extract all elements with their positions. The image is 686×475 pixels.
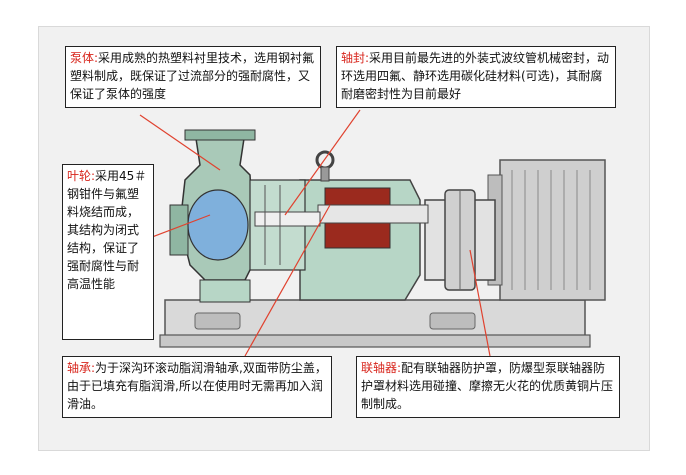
leader-seal [284,109,361,216]
coupling [424,189,496,291]
leader-bearing [244,204,331,357]
motor [487,159,606,301]
callout-bearing-keyword: 轴承: [67,361,96,375]
callout-impeller-keyword: 叶轮: [67,169,96,183]
callout-coupling-keyword: 联轴器: [361,361,402,375]
callout-pump-body-text: 采用成熟的热塑料衬里技术，选用钢衬氟塑料制成，既保证了过流部分的强耐腐性，又保证… [70,51,315,101]
callout-bearing: 轴承:为于深沟环滚动脂润滑轴承,双面带防尘盖，由于已填充有脂润滑,所以在使用时无… [62,356,332,418]
callout-seal-text: 采用目前最先进的外装式波纹管机械密封，动环选用四氟、静环选用碳化硅材料(可选)，… [341,51,610,101]
leader-pump-body [139,114,221,171]
bearing-bracket [299,150,429,301]
callout-pump-body: 泵体:采用成熟的热塑料衬里技术，选用钢衬氟塑料制成，既保证了过流部分的强耐腐性，… [65,46,321,108]
callout-bearing-text: 为于深沟环滚动脂润滑轴承,双面带防尘盖，由于已填充有脂润滑,所以在使用时无需再加… [67,361,327,411]
callout-coupling: 联轴器:配有联轴器防护罩，防爆型泵联轴器防护罩材料选用碰撞、摩擦无火花的优质黄铜… [356,356,620,418]
callout-pump-body-keyword: 泵体: [70,51,99,65]
base-plate [159,299,591,348]
callout-seal: 轴封:采用目前最先进的外装式波纹管机械密封，动环选用四氟、静环选用碳化硅材料(可… [336,46,616,108]
leader-coupling [469,249,491,357]
callout-seal-keyword: 轴封: [341,51,370,65]
pump-casing [169,129,321,303]
callout-coupling-text: 配有联轴器防护罩，防爆型泵联轴器防护罩材料选用碰撞、摩擦无火花的优质黄铜片压制制… [361,361,614,411]
callout-impeller: 叶轮:采用45＃钢钳件与氟塑料烧结而成，其结构为闭式结构，保证了强耐腐性与耐高温… [62,164,154,340]
callout-impeller-text: 采用45＃钢钳件与氟塑料烧结而成，其结构为闭式结构，保证了强耐腐性与耐高温性能 [67,169,147,291]
